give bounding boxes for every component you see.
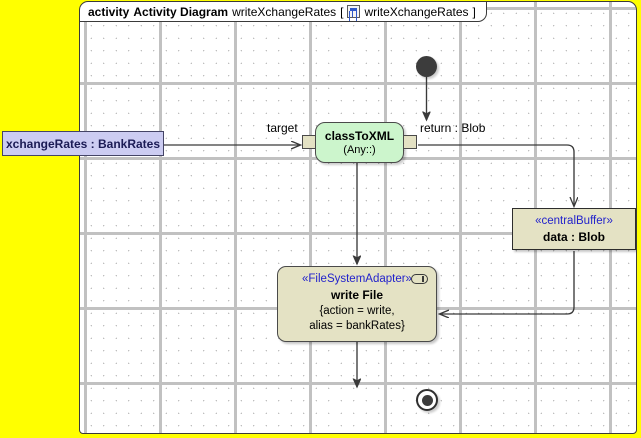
central-buffer-label: data : Blob — [543, 229, 605, 244]
activity-parameter-label: xchangeRates : BankRates — [5, 136, 161, 151]
frame-name: writeXchangeRates — [232, 4, 337, 19]
central-buffer-stereotype: «centralBuffer» — [535, 214, 613, 227]
frame-icon-name: writeXchangeRates — [364, 4, 469, 19]
write-file-name: write File — [330, 288, 383, 302]
activity-diagram-icon — [347, 5, 361, 18]
central-buffer-node[interactable]: «centralBuffer» data : Blob — [512, 208, 636, 250]
write-file-stereotype: «FileSystemAdapter» — [302, 273, 412, 285]
frame-bracket-close: ] — [472, 4, 476, 19]
activity-frame-header[interactable]: activity Activity Diagram writeXchangeRa… — [80, 2, 487, 22]
activity-frame: classToXML (Any::) target return : Blob … — [79, 1, 637, 434]
frame-type-label: Activity Diagram — [133, 4, 229, 19]
write-file-property-line-2: alias = bankRates} — [309, 320, 405, 332]
output-pin-return[interactable] — [403, 135, 417, 149]
rake-icon — [411, 274, 428, 284]
activity-final-node[interactable] — [416, 389, 438, 411]
frame-keyword: activity — [88, 4, 130, 19]
action-node-class-to-xml[interactable]: classToXML (Any::) — [315, 122, 404, 163]
action-signature-class-to-xml: (Any::) — [343, 143, 376, 156]
activity-parameter-node[interactable]: xchangeRates : BankRates — [2, 131, 164, 156]
write-file-property-line-1: {action = write, — [319, 305, 395, 317]
edge-label-return: return : Blob — [420, 121, 486, 135]
frame-bracket-open: [ — [340, 4, 344, 19]
initial-node[interactable] — [416, 56, 437, 77]
input-pin-target[interactable] — [302, 135, 316, 149]
edge-label-target: target — [267, 121, 298, 135]
action-node-write-file[interactable]: «FileSystemAdapter» write File {action =… — [277, 266, 437, 342]
action-name-class-to-xml: classToXML — [324, 128, 395, 143]
